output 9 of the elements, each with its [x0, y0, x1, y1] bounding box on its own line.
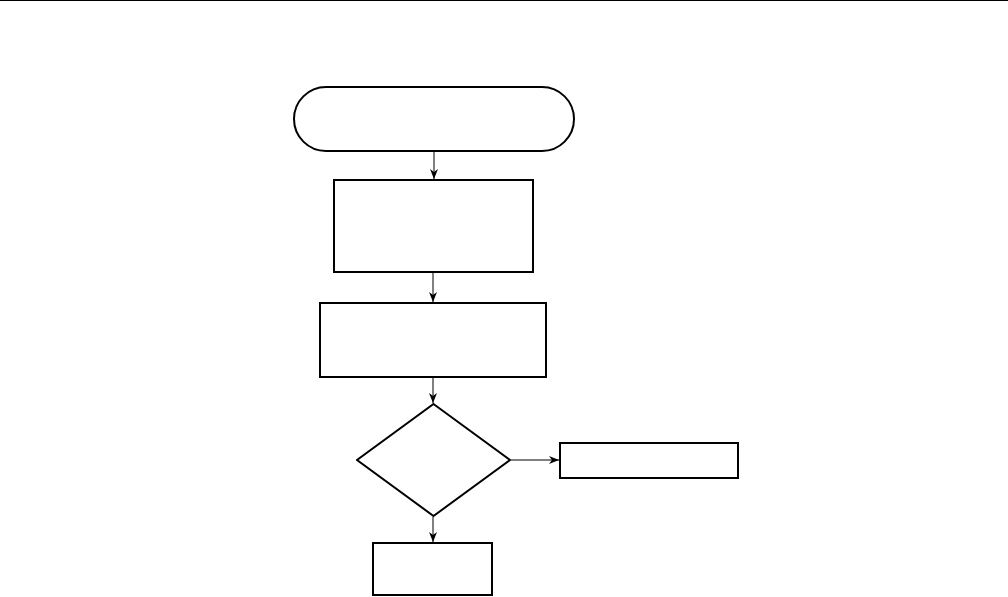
arrow — [510, 456, 560, 464]
process-box — [333, 179, 534, 273]
arrow — [429, 377, 437, 404]
arrow — [429, 516, 437, 543]
arrow — [430, 151, 438, 180]
arrow — [429, 272, 437, 303]
process-box — [372, 542, 493, 596]
process-box — [319, 302, 547, 378]
process-box — [559, 442, 739, 479]
